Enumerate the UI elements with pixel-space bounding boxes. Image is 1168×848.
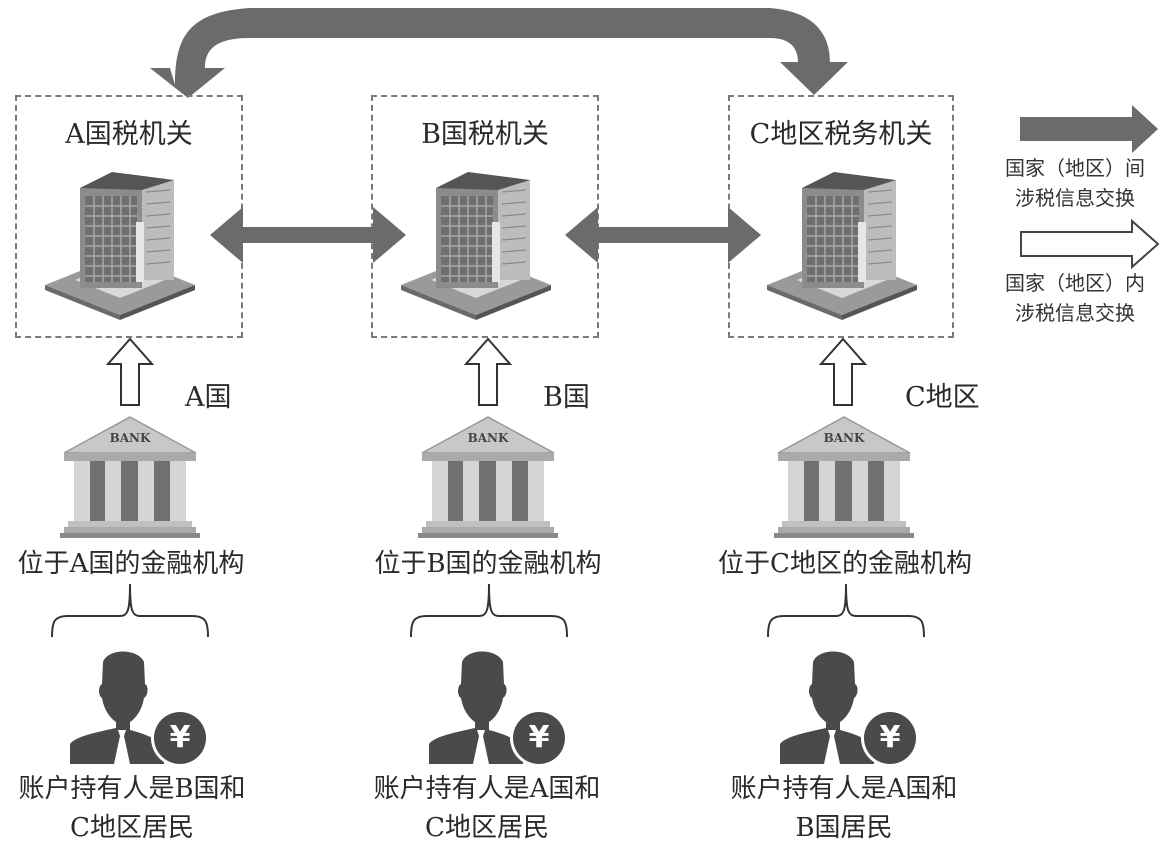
legend-inter-line2: 涉税信息交换 xyxy=(1015,186,1135,210)
holder-label-c-line1: 账户持有人是A国和 xyxy=(730,774,958,804)
tax-office-building-icon-a xyxy=(45,172,195,320)
legend-intra-line2: 涉税信息交换 xyxy=(1015,301,1135,325)
currency-symbol-b: ¥ xyxy=(528,720,550,755)
account-holder-icon-a: ¥ xyxy=(68,648,209,768)
curved-arrow-shape xyxy=(150,8,848,98)
legend-outline-arrow-icon xyxy=(1020,218,1160,270)
holder-label-b: 账户持有人是A国和 C地区居民 xyxy=(355,770,619,848)
brace-a xyxy=(51,583,209,638)
holder-label-c: 账户持有人是A国和 B国居民 xyxy=(712,770,976,848)
intra-exchange-arrow-a xyxy=(105,337,155,406)
institution-label-c: 位于C地区的金融机构 xyxy=(718,549,972,579)
intra-exchange-arrow-b xyxy=(463,337,513,406)
bank-sign-c: BANK xyxy=(823,431,865,445)
authority-title-c: C地区税务机关 xyxy=(749,119,933,150)
bank-sign-a: BANK xyxy=(109,431,151,445)
authority-title-a: A国税机关 xyxy=(65,119,193,150)
currency-symbol-a: ¥ xyxy=(169,720,191,755)
tax-office-building-icon-c xyxy=(767,172,917,320)
country-label-b: B国 xyxy=(543,382,590,413)
holder-label-a-line1: 账户持有人是B国和 xyxy=(18,774,246,804)
legend-intra-line1: 国家（地区）内 xyxy=(1005,271,1145,295)
bank-icon-a: BANK xyxy=(60,415,200,540)
bank-icon-b: BANK xyxy=(418,415,558,540)
holder-label-b-line1: 账户持有人是A国和 xyxy=(373,774,601,804)
country-label-c: C地区 xyxy=(905,382,980,413)
holder-label-b-line2: C地区居民 xyxy=(425,813,549,843)
account-holder-icon-c: ¥ xyxy=(778,648,919,768)
legend-filled-arrow-icon xyxy=(1020,105,1158,153)
intra-exchange-arrow-c xyxy=(818,337,868,406)
holder-label-c-line2: B国居民 xyxy=(795,813,893,843)
yuan-coin-icon-c xyxy=(861,709,919,767)
tax-office-building-icon-b xyxy=(401,172,551,320)
legend-inter-line1: 国家（地区）间 xyxy=(1005,156,1145,180)
currency-symbol-c: ¥ xyxy=(879,720,901,755)
brace-c xyxy=(767,583,925,638)
inter-exchange-arrow-a-c xyxy=(150,8,848,98)
inter-exchange-arrow-a-b xyxy=(210,207,406,263)
country-label-a: A国 xyxy=(185,382,232,413)
bank-icon-c: BANK xyxy=(774,415,914,540)
inter-exchange-arrow-b-c xyxy=(565,207,761,263)
yuan-coin-icon-a xyxy=(151,709,209,767)
holder-label-a-line2: C地区居民 xyxy=(70,813,194,843)
account-holder-icon-b: ¥ xyxy=(427,648,568,768)
bank-sign-b: BANK xyxy=(467,431,509,445)
institution-label-b: 位于B国的金融机构 xyxy=(374,549,602,579)
legend-intra-text: 国家（地区）内 涉税信息交换 xyxy=(985,268,1165,328)
authority-title-b: B国税机关 xyxy=(421,119,549,150)
yuan-coin-icon-b xyxy=(510,709,568,767)
legend-inter-text: 国家（地区）间 涉税信息交换 xyxy=(985,153,1165,213)
holder-label-a: 账户持有人是B国和 C地区居民 xyxy=(0,770,264,848)
brace-b xyxy=(410,583,568,638)
institution-label-a: 位于A国的金融机构 xyxy=(17,549,245,579)
